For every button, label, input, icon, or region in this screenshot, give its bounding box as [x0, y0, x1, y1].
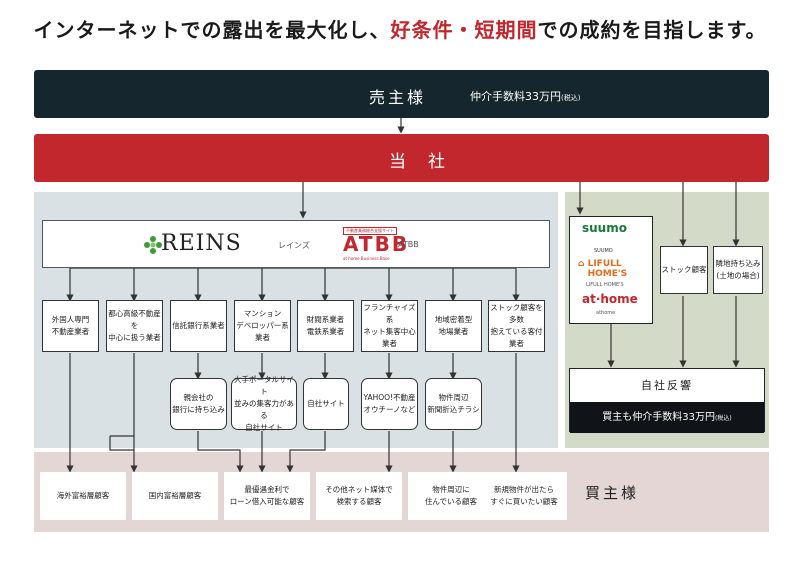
- reins-kana: レインズ: [278, 241, 310, 250]
- self-response-label: 自社反響: [641, 379, 693, 392]
- page-title: インターネットでの露出を最大化し、好条件・短期間での成約を目指します。: [0, 14, 800, 43]
- agent-box: 外国人専門 不動産業者: [42, 300, 99, 352]
- buyer-box: 物件周辺に 住んでいる顧客: [408, 472, 494, 520]
- athome-logo: at·home: [582, 292, 638, 306]
- agent-box: 信託銀行系業者: [170, 300, 227, 352]
- channel-box: 大手ポータルサイト 並みの集客力がある 自社サイト: [231, 375, 297, 432]
- seller-fee-amount: 仲介手数料33万円: [470, 90, 561, 103]
- athome-caption: athome: [596, 310, 616, 316]
- self-response-fee-note: (税込): [715, 415, 732, 422]
- stock-customer-box: ストック顧客: [660, 246, 708, 294]
- channel-box: 親会社の 銀行に持ち込み: [170, 378, 227, 430]
- suumo-logo: suumo: [582, 221, 627, 235]
- channel-box: 自社サイト: [303, 378, 349, 430]
- self-response-box: 自社反響 買主も仲介手数料33万円(税込): [569, 368, 765, 433]
- atbb-label: ATBB: [398, 240, 419, 249]
- suumo-caption: SUUMO: [594, 248, 613, 254]
- atbb-subtitle: at home Business Base: [343, 256, 390, 261]
- agent-box: ストック顧客を多数 抱えている客付業者: [488, 300, 545, 352]
- company-box: 当社: [34, 134, 769, 182]
- atbb-logo: ATBB: [343, 232, 410, 256]
- channel-box: YAHOO!不動産 オウチーノなど: [361, 378, 418, 430]
- portal-sites-box: suumo SUUMO ⌂ LIFULL HOME'S LIFULL HOME'…: [569, 216, 653, 324]
- agent-box: 都心高級不動産を 中心に扱う業者: [106, 300, 163, 352]
- title-part: インターネットでの露出を最大化し、: [33, 18, 391, 42]
- agent-box: マンション デベロッパー系業者: [234, 300, 291, 352]
- adjacent-land-box: 隣地持ち込み (土地の場合): [713, 246, 763, 294]
- lifull-logo-text: LIFULL HOME'S: [587, 259, 628, 279]
- agent-box: フランチャイズ系 ネット集客中心業者: [361, 300, 418, 352]
- company-label: 当社: [389, 152, 467, 172]
- seller-fee-note: (税込): [561, 94, 581, 102]
- lifull-logo: ⌂ LIFULL HOME'S: [578, 259, 627, 279]
- buyer-box: 海外富裕層顧客: [40, 472, 126, 520]
- agent-box: 地域密着型 地場業者: [425, 300, 482, 352]
- self-response-fee-amount: 買主も仲介手数料33万円: [602, 412, 716, 423]
- house-icon: ⌂: [578, 259, 585, 269]
- reins-logo: REINS: [161, 231, 242, 256]
- channel-box: 物件周辺 新聞折込チラシ: [425, 378, 482, 430]
- buyer-box: 新規物件が出たら すぐに買いたい顧客: [481, 472, 567, 520]
- seller-box: 売主様 仲介手数料33万円(税込): [34, 70, 769, 118]
- reins-logo-icon: [144, 236, 162, 254]
- title-highlight: 好条件・短期間: [390, 18, 538, 42]
- agent-box: 財閥系業者 電鉄系業者: [297, 300, 354, 352]
- atbb-tag: 不動産業務総合支援サイト: [343, 227, 397, 235]
- buyer-box: 国内富裕層顧客: [132, 472, 218, 520]
- lifull-caption: LIFULL HOME'S: [586, 282, 624, 288]
- title-part: での成約を目指します。: [537, 18, 767, 42]
- self-response-fee: 買主も仲介手数料33万円(税込): [570, 402, 764, 433]
- buyer-box: その他ネット媒体で 検索する顧客: [316, 472, 402, 520]
- network-box: REINS レインズ 不動産業務総合支援サイト ATBB at home Bus…: [42, 220, 550, 268]
- seller-fee: 仲介手数料33万円(税込): [470, 88, 580, 104]
- buyer-box: 最優遇金利で ローン借入可能な顧客: [224, 472, 310, 520]
- seller-label: 売主様: [369, 88, 427, 107]
- buyer-label: 買主様: [585, 484, 640, 502]
